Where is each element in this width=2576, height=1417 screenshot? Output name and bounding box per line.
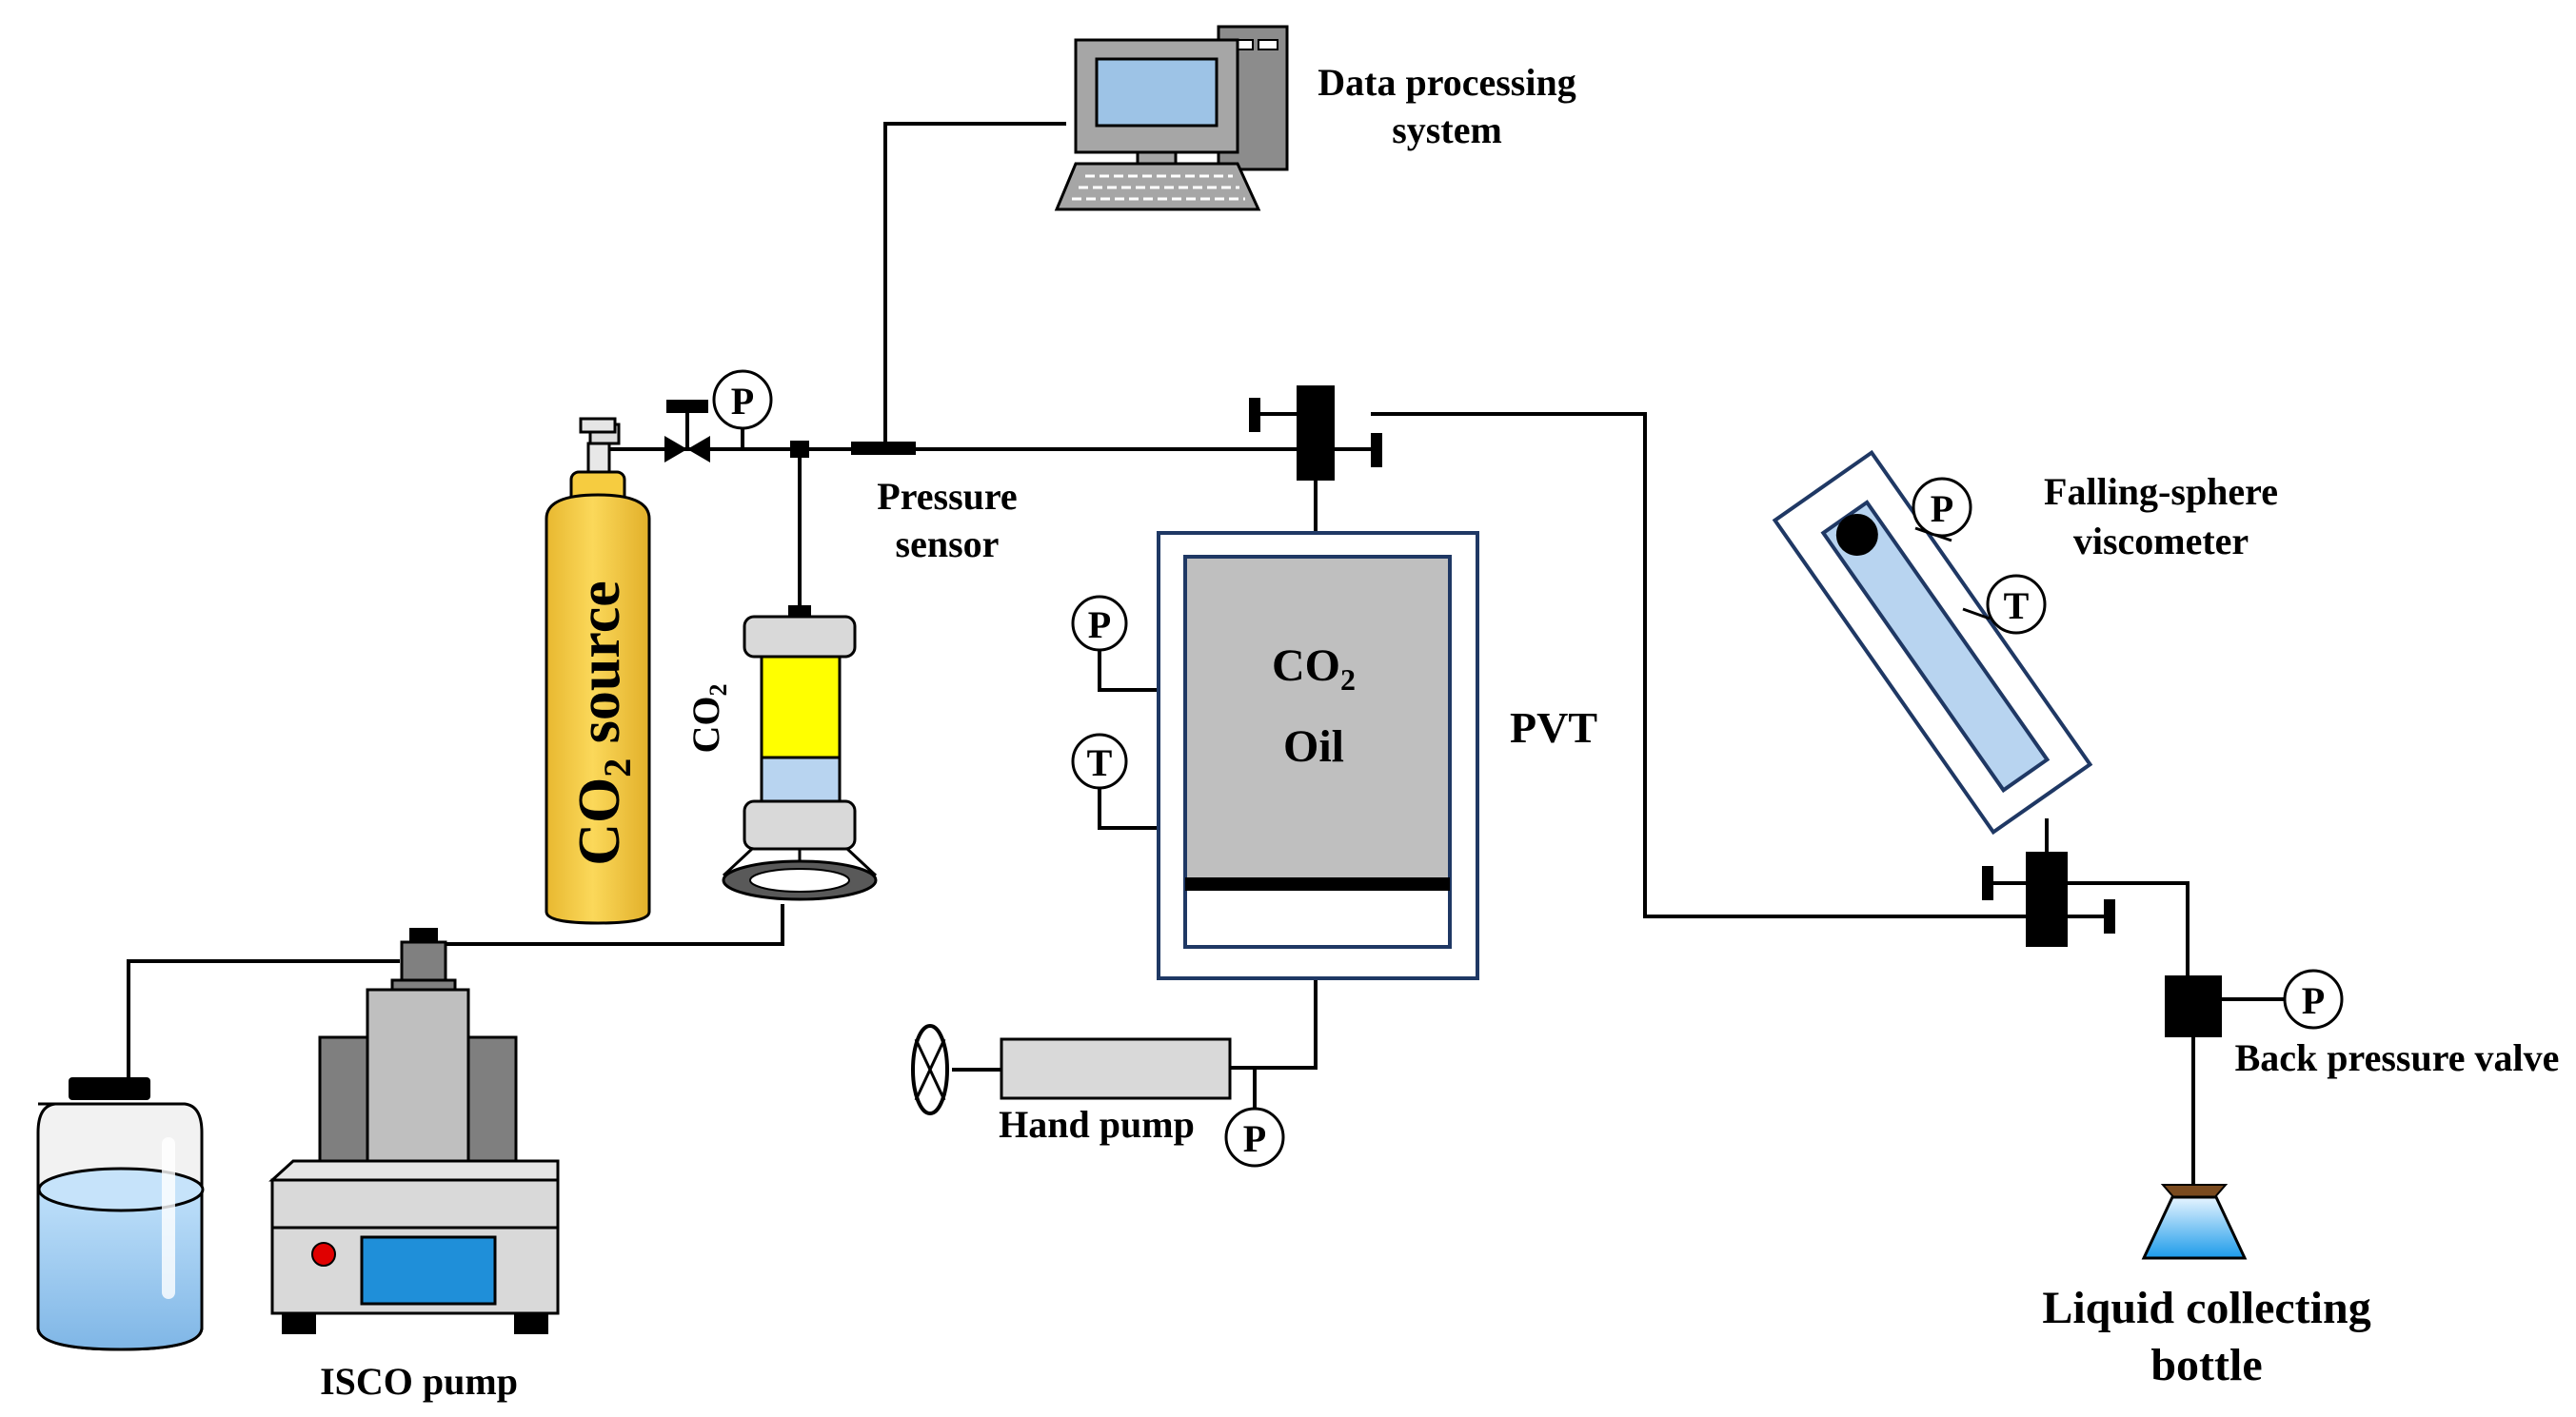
co2-source-cylinder	[545, 417, 651, 925]
pressure-sensor-icon	[851, 442, 916, 455]
viscometer-t-lead	[1962, 607, 1991, 620]
pressure-sensor-label-1: Pressure	[877, 475, 1017, 518]
hand-pump-label: Hand pump	[999, 1103, 1195, 1146]
pvt-co2-label: CO2	[1272, 640, 1356, 697]
svg-text:P: P	[1243, 1117, 1266, 1160]
svg-text:T: T	[2004, 584, 2030, 627]
pvt-cell	[1157, 531, 1479, 980]
back-pressure-valve-label: Back pressure valve	[2235, 1036, 2560, 1079]
pvt-temperature-gauge-icon: T	[1071, 733, 1128, 790]
isco-pump-icon	[268, 928, 560, 1334]
co2-cylinder-label: CO2	[684, 684, 732, 754]
isco-pump-label: ISCO pump	[320, 1360, 518, 1403]
svg-text:P: P	[1088, 603, 1111, 646]
co2-transfer-cylinder	[722, 605, 878, 901]
water-jar-icon	[36, 1077, 205, 1351]
back-pressure-gauge-icon: P	[2283, 969, 2344, 1030]
needle-valve-icon	[664, 400, 710, 462]
pvt-pressure-gauge-icon: P	[1071, 595, 1128, 652]
piping	[127, 122, 2285, 1188]
pvt-top-valve-icon	[1249, 385, 1382, 481]
pressure-sensor-label-2: sensor	[896, 522, 1000, 565]
viscometer-temperature-gauge-icon: T	[1986, 574, 2047, 635]
viscometer-outlet-valve-icon	[1982, 852, 2115, 947]
viscometer-pressure-gauge-icon: P	[1912, 477, 1972, 538]
data-processing-label-1: Data processing	[1318, 61, 1575, 104]
data-processing-label-2: system	[1392, 108, 1502, 151]
falling-sphere-label-2: viscometer	[2073, 520, 2249, 562]
liquid-collecting-label-1: Liquid collecting	[2042, 1283, 2370, 1333]
pressure-gauge-icon: P	[712, 369, 773, 430]
computer-icon	[1054, 25, 1289, 211]
co2-source-label: CO2 source	[567, 581, 639, 866]
collecting-flask-icon	[2141, 1184, 2248, 1260]
pvt-label: PVT	[1510, 703, 1597, 752]
tee-fitting	[790, 441, 809, 458]
falling-sphere-label-1: Falling-sphere	[2044, 470, 2278, 513]
back-pressure-valve-icon	[2165, 975, 2222, 1037]
pvt-oil-label: Oil	[1283, 721, 1344, 772]
svg-text:P: P	[2302, 979, 2325, 1022]
liquid-collecting-label-2: bottle	[2150, 1340, 2262, 1390]
svg-text:P: P	[1931, 487, 1953, 530]
falling-sphere-viscometer-icon	[1772, 449, 2093, 836]
hand-pump-pressure-gauge-icon: P	[1224, 1107, 1285, 1168]
hand-pump-icon	[911, 1024, 1232, 1115]
svg-text:T: T	[1087, 741, 1113, 784]
svg-text:P: P	[731, 380, 754, 423]
